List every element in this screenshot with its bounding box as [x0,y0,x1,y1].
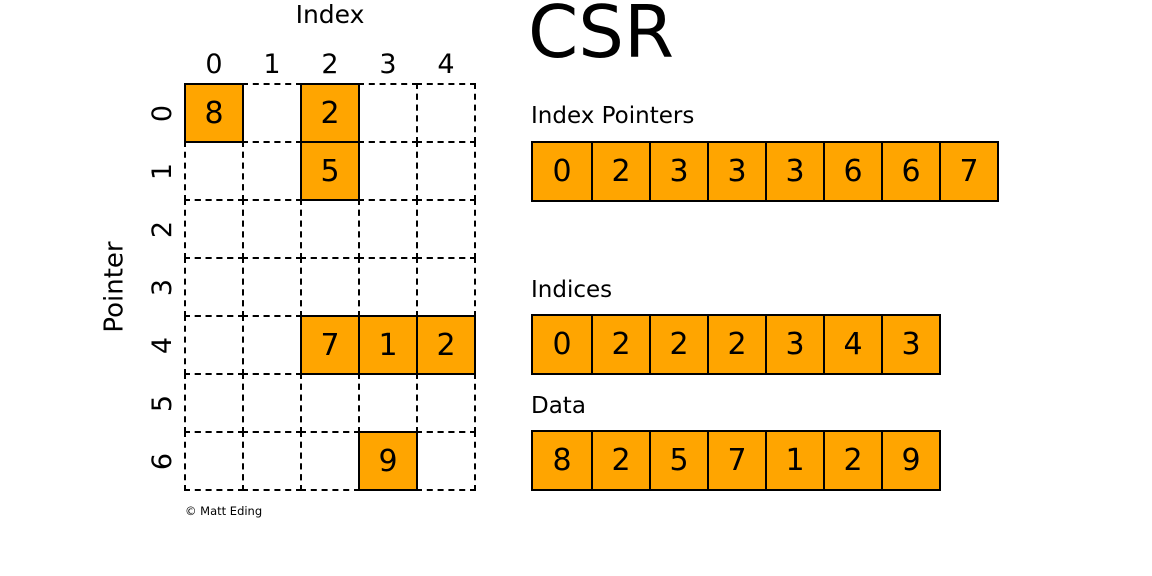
matrix-cell-empty [416,83,476,143]
matrix-cell-empty [242,141,302,201]
array-cell: 5 [649,432,707,489]
array-cell: 3 [649,143,707,200]
matrix-cell-empty [184,141,244,201]
row-tick-label-text: 0 [147,104,179,122]
row-tick-label: 0 [146,84,180,142]
matrix-cell-empty [358,373,418,433]
matrix-cell-empty [358,141,418,201]
array-cell: 2 [591,143,649,200]
matrix-cell-empty [184,431,244,491]
matrix-cell-empty [300,431,360,491]
matrix-cell-filled: 5 [300,141,360,201]
matrix-cell-empty [242,373,302,433]
array-cell: 3 [765,143,823,200]
array-cell: 3 [765,316,823,373]
array-cell: 6 [881,143,939,200]
row-tick-label: 1 [146,142,180,200]
matrix-cell-empty [184,373,244,433]
row-tick-label-text: 6 [147,452,179,470]
row-tick-label-text: 2 [147,220,179,238]
matrix-cell-empty [242,83,302,143]
pointer-axis-title: Pointer [95,84,135,490]
array-cell: 4 [823,316,881,373]
matrix-cell-empty [242,199,302,259]
matrix-cell-empty [416,373,476,433]
row-tick-label-text: 5 [147,394,179,412]
row-tick-label: 6 [146,432,180,490]
matrix-cell-filled: 8 [184,83,244,143]
array-cell: 9 [881,432,939,489]
column-tick-labels: 0 1 2 3 4 [185,50,475,80]
array-cell: 8 [552,443,572,478]
row-tick-label-text: 1 [147,162,179,180]
column-tick-label: 4 [437,49,455,80]
matrix-cell-empty [300,373,360,433]
matrix-cell-empty [416,199,476,259]
matrix-cell-filled: 1 [358,315,418,375]
matrix-cell-empty [416,141,476,201]
matrix-cell-empty [358,199,418,259]
index-axis-title: Index [295,0,365,29]
array-cell: 2 [823,432,881,489]
column-tick-label: 0 [205,49,223,80]
array-cell: 2 [649,316,707,373]
row-tick-labels: 0 1 2 3 4 5 6 [146,84,180,490]
array-cell: 2 [591,432,649,489]
array-cell: 1 [765,432,823,489]
matrix-cell-filled: 2 [416,315,476,375]
matrix-cell-empty [184,257,244,317]
row-tick-label-text: 3 [147,278,179,296]
row-tick-label: 4 [146,316,180,374]
array-cell: 7 [707,432,765,489]
array-cell: 0 [552,327,572,362]
column-tick-label: 2 [321,49,339,80]
matrix-cell-empty [184,315,244,375]
array-cell: 2 [591,316,649,373]
column-tick-label: 1 [263,49,281,80]
matrix-cell-filled: 2 [300,83,360,143]
matrix-cell-empty [300,257,360,317]
page-title: CSR [528,0,675,74]
matrix-cell-empty [242,431,302,491]
column-tick-label: 3 [379,49,397,80]
matrix-cell-empty [300,199,360,259]
row-tick-label: 3 [146,258,180,316]
matrix-cell-filled: 9 [358,431,418,491]
array-cell: 3 [881,316,939,373]
matrix-cell-empty [242,257,302,317]
array-cell: 7 [939,143,997,200]
array-cell: 3 [707,143,765,200]
array-cell: 2 [707,316,765,373]
matrix-cell-empty [416,257,476,317]
row-tick-label: 2 [146,200,180,258]
array-cell: 0 [552,154,572,189]
matrix-cell-empty [242,315,302,375]
array-label-indices: Indices [531,277,613,303]
copyright-text: © Matt Eding [185,504,263,518]
matrix-cell-empty [358,257,418,317]
row-tick-label: 5 [146,374,180,432]
matrix-cell-filled: 7 [300,315,360,375]
array-label-data: Data [531,393,586,419]
matrix-cell-empty [358,83,418,143]
matrix-cell-empty [184,199,244,259]
array-cell: 6 [823,143,881,200]
row-tick-label-text: 4 [147,336,179,354]
pointer-axis-title-text: Pointer [100,241,130,333]
matrix-cell-empty [416,431,476,491]
array-label-index-pointers: Index Pointers [531,103,695,129]
